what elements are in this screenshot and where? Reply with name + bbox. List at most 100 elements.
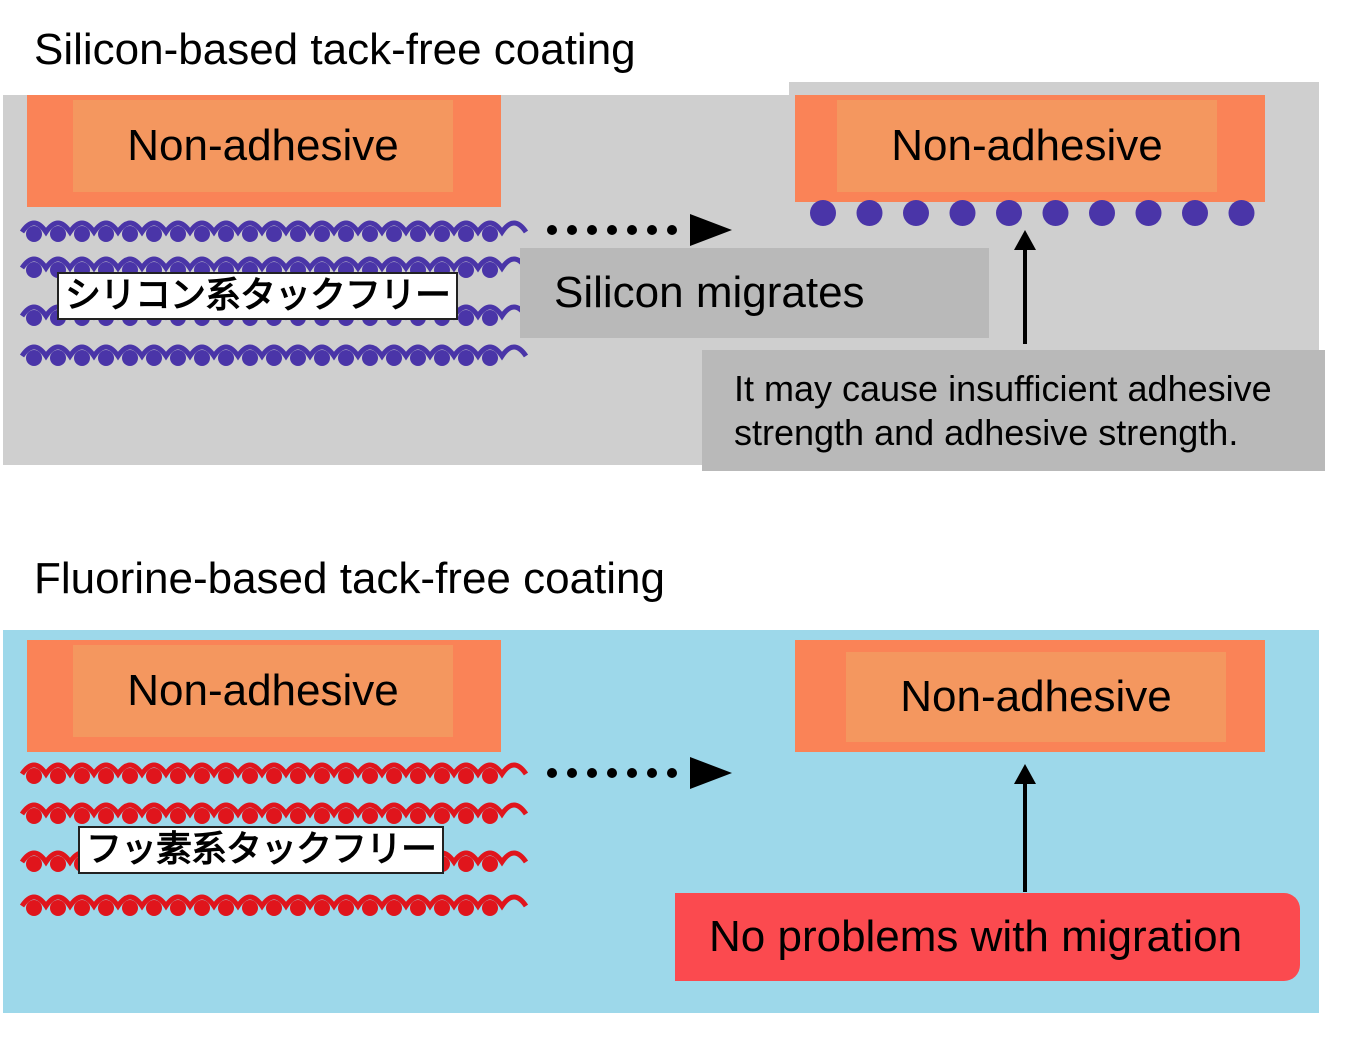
silicon-chain-molecule [74,350,90,366]
fluorine-chain-molecule [338,808,354,824]
silicon-chain-molecule [242,226,258,242]
fluorine-chain-molecule [290,768,306,784]
silicon-chain-molecule [26,262,42,278]
silicon-migrates-label: Silicon migrates [520,248,989,338]
fluorine-chain-molecule [194,768,210,784]
fluorine-left-plate-label: Non-adhesive [73,645,453,737]
fluorine-chain-molecule [482,768,498,784]
fluorine-chain-molecule [290,900,306,916]
fluorine-chain-molecule [146,808,162,824]
silicon-chain-molecule [146,226,162,242]
fluorine-chain-molecule [266,900,282,916]
silicon-chain-molecule [26,226,42,242]
fluorine-section-title: Fluorine-based tack-free coating [34,554,665,603]
fluorine-chain-molecule [410,768,426,784]
fluorine-chain-molecule [98,900,114,916]
fluorine-chain-molecule [458,900,474,916]
silicon-chain-molecule [98,350,114,366]
fluorine-note-box: No problems with migration [675,893,1300,981]
fluorine-chain-row [19,894,529,916]
fluorine-chain-molecule [122,808,138,824]
fluorine-chain-row [19,762,529,784]
silicon-right-plate: Non-adhesive [795,95,1265,202]
fluorine-chain-molecule [98,808,114,824]
fluorine-chain-molecule [74,900,90,916]
fluorine-chain-molecule [50,768,66,784]
fluorine-chain-molecule [410,808,426,824]
fluorine-chain-molecule [290,808,306,824]
fluorine-chain-molecule [122,900,138,916]
fluorine-chain-molecule [314,900,330,916]
fluorine-chain-molecule [218,900,234,916]
fluorine-chain-molecule [458,808,474,824]
silicon-chain-molecule [482,226,498,242]
silicon-chain-molecule [170,226,186,242]
fluorine-chain-molecule [170,808,186,824]
fluorine-chain-molecule [170,900,186,916]
silicon-chain-molecule [338,226,354,242]
fluorine-chain-molecule [434,808,450,824]
silicon-chain-molecule [458,226,474,242]
fluorine-chain-molecule [434,768,450,784]
migrated-silicon-dot [1089,200,1115,226]
fluorine-chain-molecule [434,900,450,916]
migrated-silicon-dot [996,200,1022,226]
silicon-chain-molecule [218,350,234,366]
silicon-note-box: It may cause insufficient adhesive stren… [702,350,1325,471]
silicon-chain-molecule [194,350,210,366]
silicon-chain-molecule [266,226,282,242]
silicon-note-line1: It may cause insufficient adhesive [734,367,1272,409]
silicon-chain-molecule [482,310,498,326]
silicon-chain-molecule [482,262,498,278]
silicon-dotted-arrow [547,214,732,246]
migrated-silicon-dot [856,200,883,226]
fluorine-chain-molecule [482,856,498,872]
silicon-chain-molecule [146,350,162,366]
silicon-chain-molecule [314,226,330,242]
fluorine-chain-molecule [242,808,258,824]
fluorine-chain-molecule [458,856,474,872]
fluorine-chain-molecule [74,768,90,784]
fluorine-chain-molecule [218,768,234,784]
migrated-silicon-dot [949,200,976,226]
fluorine-chain-molecule [458,768,474,784]
silicon-chain-molecule [50,226,66,242]
silicon-chain-molecule [458,310,474,326]
fluorine-chain-molecule [170,768,186,784]
silicon-migrates-text: Silicon migrates [554,268,865,317]
silicon-chain-molecule [410,350,426,366]
fluorine-chain-molecule [314,768,330,784]
silicon-chain-molecule [122,226,138,242]
fluorine-chain-molecule [410,900,426,916]
fluorine-up-arrow [1014,764,1036,892]
silicon-chain-molecule [362,350,378,366]
fluorine-chain-molecule [26,856,42,872]
fluorine-chain-molecule [386,808,402,824]
fluorine-chain-molecule [98,768,114,784]
silicon-chain-molecule [74,226,90,242]
silicon-chain-molecule [386,226,402,242]
silicon-chain-molecule [362,226,378,242]
fluorine-chain-molecule [338,900,354,916]
fluorine-chain-molecule [338,768,354,784]
silicon-chain-molecule [50,350,66,366]
silicon-chain-molecule [458,262,474,278]
fluorine-chain-molecule [26,808,42,824]
silicon-chain-molecule [194,226,210,242]
fluorine-chain-molecule [218,808,234,824]
fluorine-chain-molecule [74,808,90,824]
silicon-chain-molecule [266,350,282,366]
silicon-chain-molecule [26,350,42,366]
fluorine-chain-molecule [50,856,66,872]
silicon-chain-molecule [170,350,186,366]
fluorine-chain-molecule [26,768,42,784]
fluorine-chain-molecule [266,808,282,824]
silicon-note-line2: strength and adhesive strength. [734,411,1239,453]
fluorine-chain-molecule [146,900,162,916]
fluorine-chain-molecule [194,808,210,824]
silicon-chain-molecule [242,350,258,366]
silicon-chain-molecule [434,226,450,242]
silicon-left-plate-label: Non-adhesive [73,100,453,192]
silicon-chain-molecule [458,350,474,366]
